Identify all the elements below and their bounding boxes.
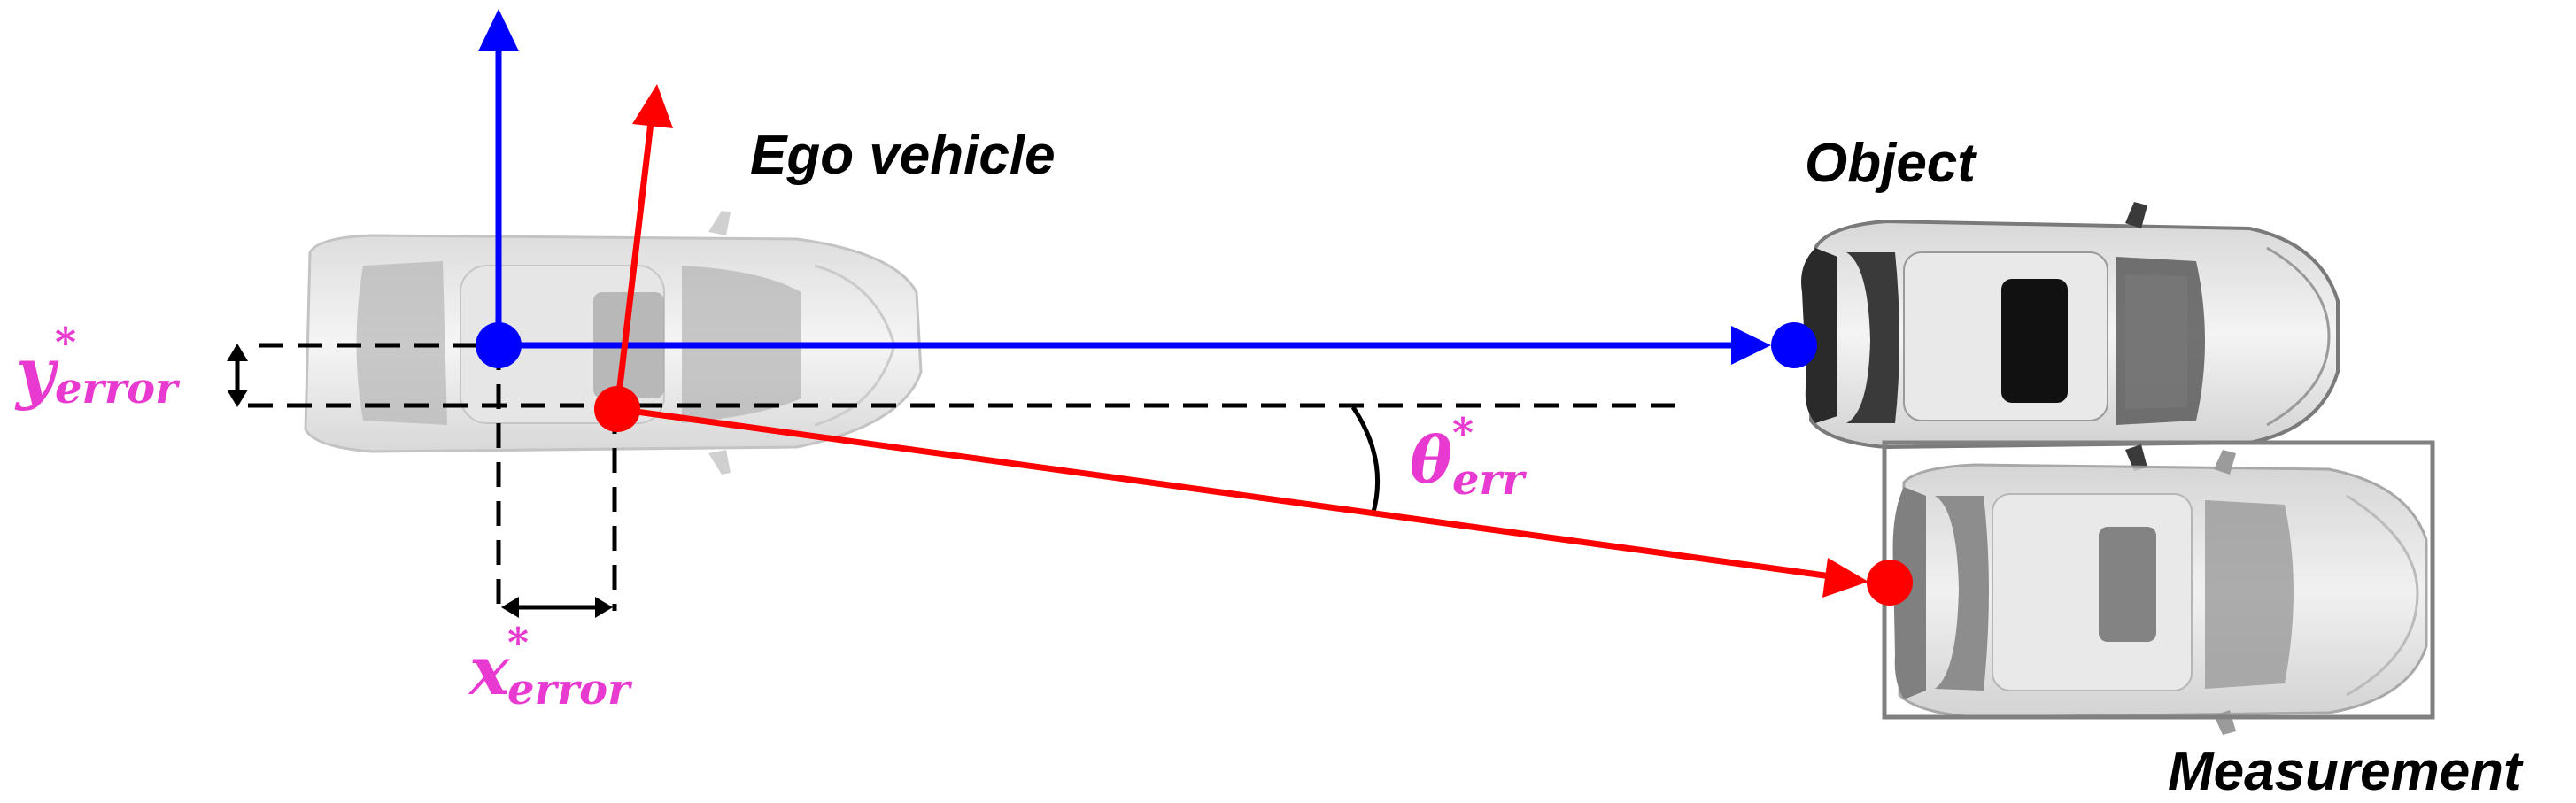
y-error-sub: error: [55, 364, 181, 413]
ego-measured-point: [594, 386, 640, 432]
ground-truth-y-arrowhead: [478, 9, 519, 51]
measured-direction-arrowhead: [1822, 558, 1868, 598]
theta-error-sup: *: [1452, 409, 1474, 457]
y-error-arrow: [227, 344, 248, 407]
theta-error-arc: [1350, 405, 1381, 516]
ego-vehicle-label: Ego vehicle: [750, 125, 1056, 186]
theta-error-base: θ: [1410, 422, 1452, 498]
object-ground-truth-point: [1771, 322, 1817, 368]
x-error-arrow: [501, 597, 613, 618]
x-error-base: x: [468, 631, 511, 710]
object-measured-point: [1867, 560, 1913, 606]
object-car: [1801, 202, 2340, 471]
x-error-sup: *: [507, 619, 529, 667]
x-error-label: x * error: [468, 619, 633, 714]
y-error-base: y: [14, 333, 59, 412]
measurement-car: [1892, 450, 2428, 735]
y-error-label: y * error: [14, 319, 181, 413]
ground-truth-x-arrowhead: [1731, 326, 1771, 365]
theta-error-sub: err: [1452, 455, 1528, 505]
ego-ground-truth-point: [476, 322, 522, 368]
measured-heading-arrowhead: [632, 84, 673, 128]
measured-frame: [594, 84, 1913, 606]
ground-truth-frame: [476, 9, 1817, 368]
theta-error-label: θ * err: [1410, 409, 1528, 505]
y-error-sup: *: [55, 319, 76, 367]
measured-heading-axis: [614, 114, 655, 410]
measured-direction-line: [616, 405, 1838, 581]
x-error-sub: error: [507, 665, 633, 714]
object-label: Object: [1805, 133, 1977, 194]
measurement-label: Measurement: [2168, 741, 2524, 802]
guide-lines: [248, 343, 1687, 611]
